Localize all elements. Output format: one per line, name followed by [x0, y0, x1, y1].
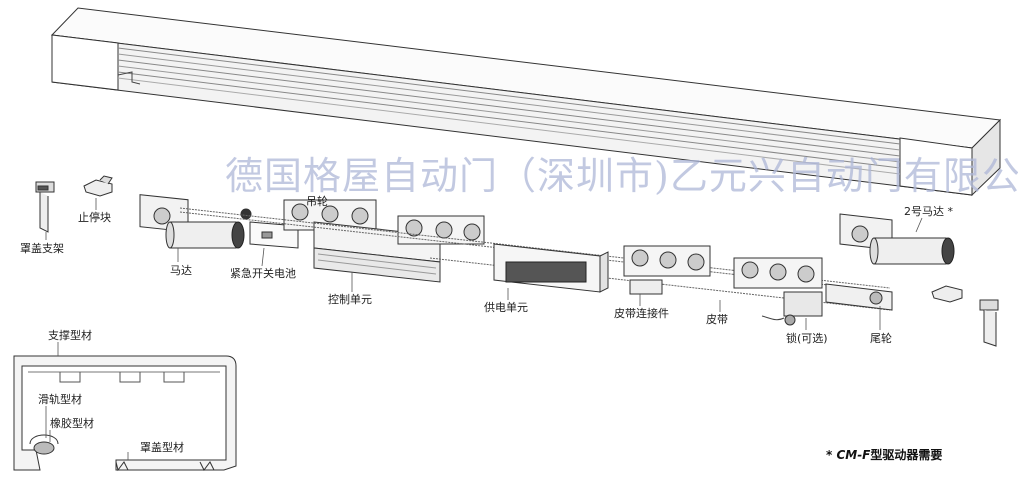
label-stopper: 止停块	[78, 211, 111, 224]
footnote-text: 型驱动器需要	[870, 448, 943, 462]
label-emergency-battery: 紧急开关电池	[230, 267, 296, 280]
cover-bracket-left	[35, 181, 55, 233]
label-support-profile: 支撑型材	[48, 329, 92, 342]
label-motor: 马达	[170, 264, 192, 277]
power-unit	[493, 243, 609, 293]
label-power-unit: 供电单元	[484, 301, 528, 314]
hanger-wheel-4	[733, 257, 823, 289]
motor-left	[139, 194, 245, 249]
lock	[761, 291, 823, 326]
second-motor	[839, 213, 955, 265]
footnote: * CM-F型驱动器需要	[826, 446, 942, 463]
leader-lines	[45, 198, 923, 460]
cover-bracket-right	[979, 299, 999, 347]
stopper-right	[931, 285, 963, 303]
footnote-marker: *	[826, 448, 837, 462]
label-hanger-wheel: 吊轮	[306, 195, 328, 208]
hanger-wheel-2	[397, 215, 485, 245]
label-rubber-profile: 橡胶型材	[50, 417, 94, 430]
label-control-unit: 控制单元	[328, 293, 372, 306]
belt-connector	[629, 279, 663, 295]
watermark-company-name: 德国格屋自动门（深圳市)乙元兴自动门有限公司	[225, 154, 1018, 198]
cover-profile-beam	[50, 7, 1002, 197]
label-second-motor: 2号马达 *	[904, 205, 953, 218]
label-cover-bracket: 罩盖支架	[20, 242, 64, 255]
label-tail-wheel: 尾轮	[870, 332, 892, 345]
footnote-model: CM-F	[836, 448, 871, 462]
label-rail-profile: 滑轨型材	[38, 393, 82, 406]
label-belt-connector: 皮带连接件	[614, 307, 669, 320]
label-belt: 皮带	[706, 313, 728, 326]
label-lock-optional: 锁(可选)	[786, 332, 828, 345]
stopper-left	[83, 175, 113, 197]
tail-wheel	[825, 283, 893, 311]
profile-cross-section	[13, 355, 237, 472]
hanger-wheel-3	[623, 245, 711, 277]
label-cover-profile: 罩盖型材	[140, 441, 184, 454]
